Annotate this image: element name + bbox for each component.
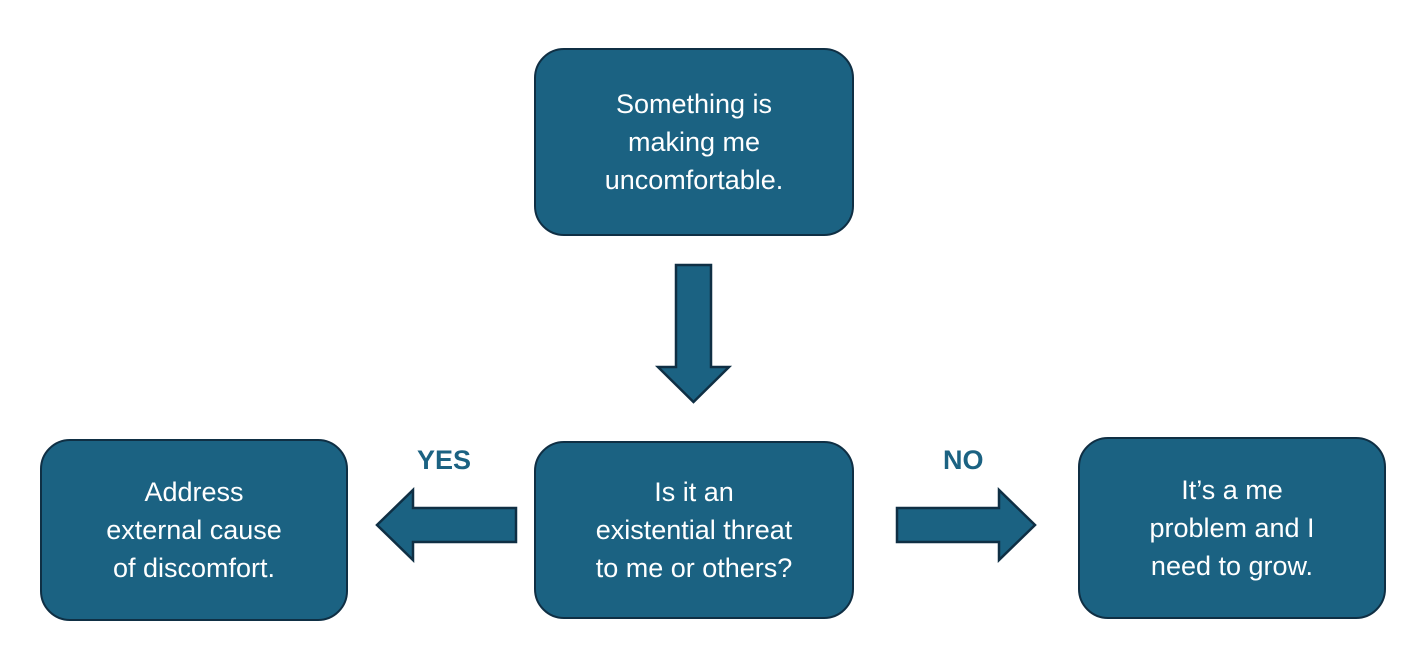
down-arrow-icon: [654, 263, 733, 404]
yes-outcome-node: Address external cause of discomfort.: [40, 439, 348, 621]
yes-label: YES: [417, 445, 472, 475]
decision-node: Is it an existential threat to me or oth…: [534, 441, 854, 619]
right-arrow-icon: [895, 487, 1037, 563]
start-node-text: Something is making me uncomfortable.: [604, 89, 784, 195]
no-outcome-node: It’s a me problem and I need to grow.: [1078, 437, 1386, 619]
yes-outcome-text: Address external cause of discomfort.: [106, 477, 282, 583]
no-label: NO: [943, 445, 984, 475]
left-arrow-icon: [375, 487, 518, 563]
no-outcome-text: It’s a me problem and I need to grow.: [1149, 475, 1315, 581]
decision-node-text: Is it an existential threat to me or oth…: [595, 477, 793, 583]
start-node: Something is making me uncomfortable.: [534, 48, 854, 236]
